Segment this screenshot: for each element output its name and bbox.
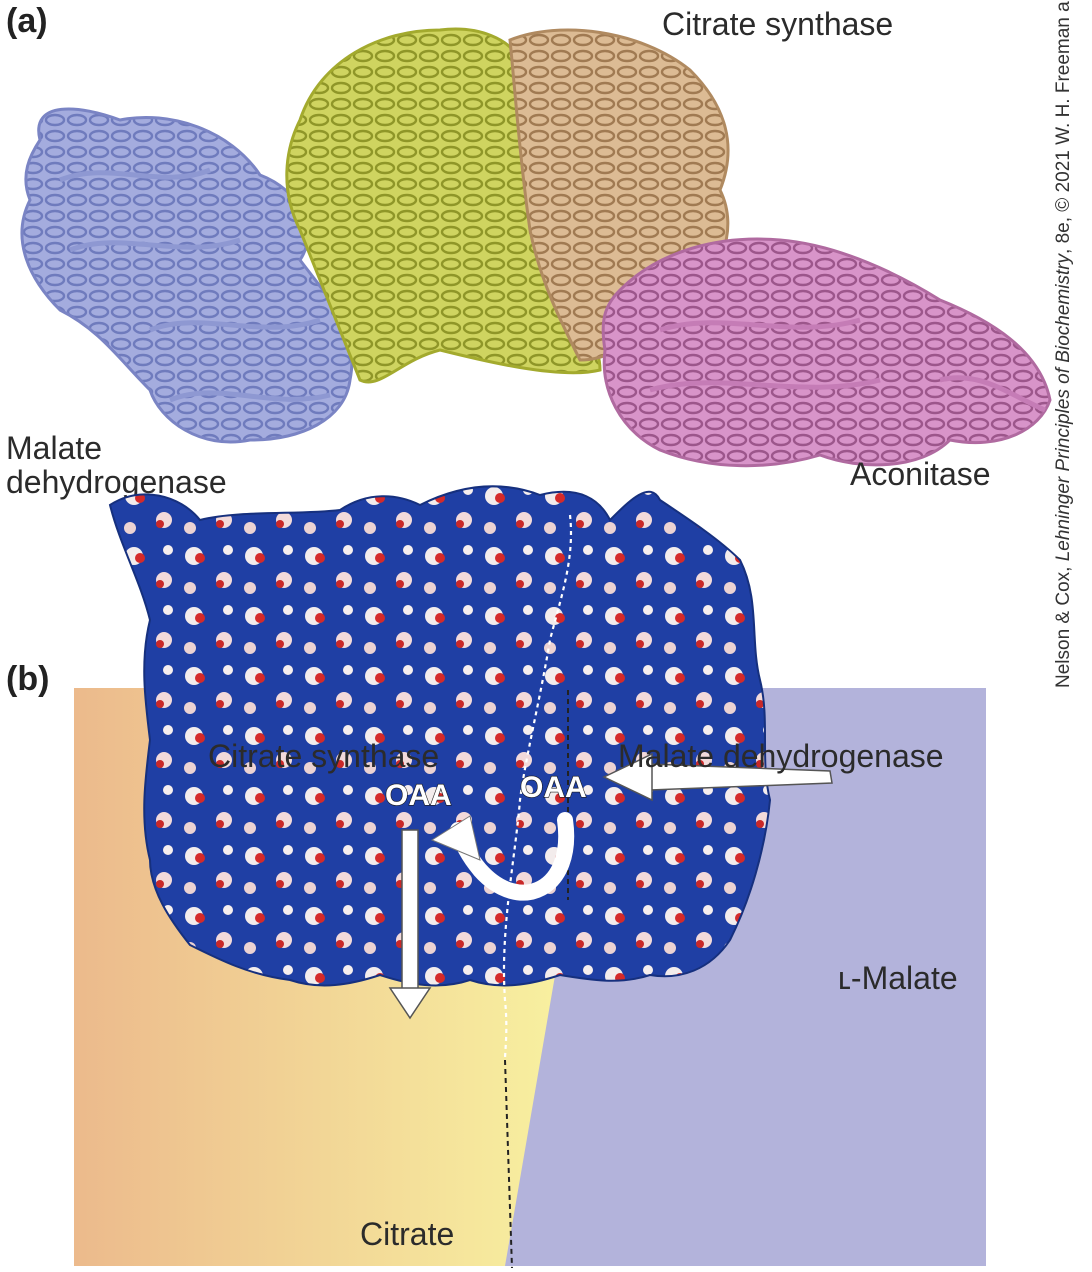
- channel-path: [502, 514, 573, 1061]
- citrate-synthase-background: [74, 688, 568, 1266]
- panel-b-letter: (b): [6, 660, 50, 698]
- citrate-arrow-shaft: [401, 829, 419, 991]
- label-citrate-synthase-b: Citrate synthase: [208, 738, 440, 774]
- panel-a-letter: (a): [6, 2, 48, 40]
- oaa-right-label: OAA: [520, 771, 587, 804]
- label-l-malate: ʟ-Malate: [838, 960, 958, 996]
- panel-a-structures: [20, 27, 1052, 468]
- label-aconitase-a: Aconitase: [850, 456, 991, 492]
- label-malate-dehydrogenase-a-line2: dehydrogenase: [6, 464, 227, 500]
- transfer-arrowhead: [430, 815, 481, 861]
- oaa-left-label: OAA: [385, 779, 452, 812]
- label-malate-dehydrogenase-b: Malate dehydrogenase: [618, 738, 944, 774]
- citrate-arrowhead: [388, 987, 432, 1020]
- aconitase-structure: [601, 237, 1052, 468]
- copyright-credit: Nelson & Cox, Lehninger Principles of Bi…: [1053, 0, 1074, 688]
- label-citrate: Citrate: [360, 1216, 455, 1252]
- label-citrate-synthase-a: Citrate synthase: [662, 6, 894, 42]
- transfer-curved-arrow: [450, 812, 575, 901]
- label-malate-dehydrogenase-a-line1: Malate: [6, 430, 103, 466]
- malate-dehydrogenase-structure: [20, 107, 354, 444]
